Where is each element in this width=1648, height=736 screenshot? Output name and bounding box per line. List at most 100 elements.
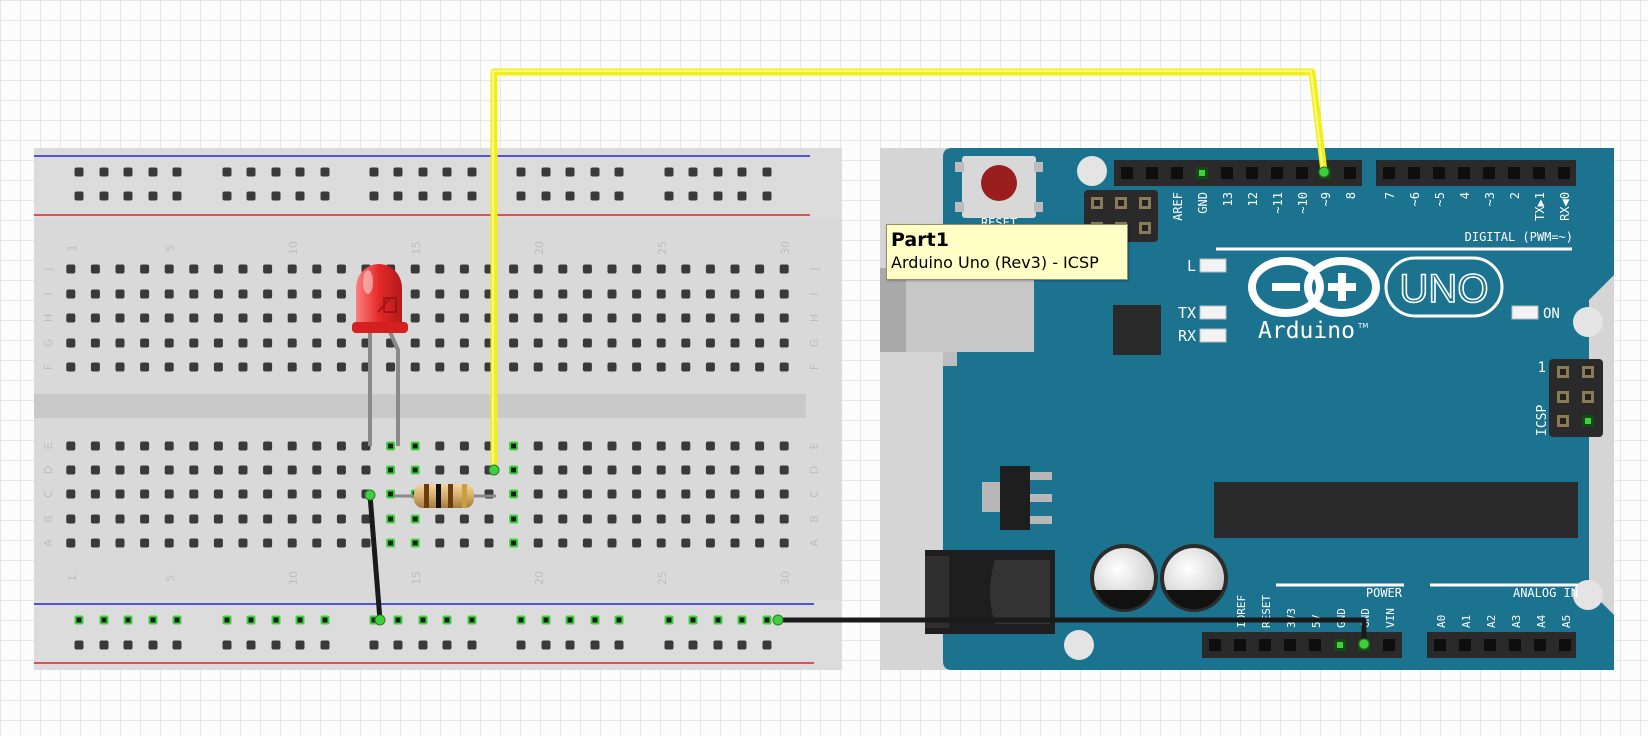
- breadboard-hole[interactable]: [730, 514, 740, 524]
- breadboard-hole[interactable]: [737, 191, 747, 201]
- breadboard-hole[interactable]: [607, 264, 617, 274]
- breadboard-hole[interactable]: [755, 313, 765, 323]
- breadboard-hole[interactable]: [312, 289, 322, 299]
- header-pin[interactable]: [1508, 167, 1520, 179]
- breadboard-hole[interactable]: [74, 167, 84, 177]
- breadboard-hole[interactable]: [164, 489, 174, 499]
- breadboard-hole[interactable]: [558, 313, 568, 323]
- breadboard-hole[interactable]: [484, 538, 494, 548]
- breadboard-hole[interactable]: [779, 289, 789, 299]
- breadboard-hole[interactable]: [140, 514, 150, 524]
- breadboard-hole[interactable]: [238, 362, 248, 372]
- breadboard-hole[interactable]: [656, 514, 666, 524]
- breadboard-hole[interactable]: [74, 640, 84, 650]
- breadboard-hole[interactable]: [533, 465, 543, 475]
- breadboard-hole[interactable]: [74, 191, 84, 201]
- breadboard-hole[interactable]: [558, 465, 568, 475]
- breadboard-hole[interactable]: [516, 191, 526, 201]
- breadboard-hole[interactable]: [66, 289, 76, 299]
- header-pin[interactable]: [1284, 639, 1296, 651]
- breadboard-hole[interactable]: [287, 264, 297, 274]
- breadboard-hole[interactable]: [140, 362, 150, 372]
- breadboard-hole[interactable]: [263, 264, 273, 274]
- header-pin[interactable]: [1221, 167, 1233, 179]
- breadboard-hole[interactable]: [614, 191, 624, 201]
- breadboard-hole[interactable]: [435, 264, 445, 274]
- breadboard-hole[interactable]: [213, 313, 223, 323]
- header-pin[interactable]: [1408, 167, 1420, 179]
- breadboard-hole[interactable]: [681, 264, 691, 274]
- breadboard-hole[interactable]: [369, 167, 379, 177]
- breadboard-hole[interactable]: [312, 338, 322, 348]
- breadboard-hole[interactable]: [779, 489, 789, 499]
- breadboard-hole[interactable]: [263, 313, 273, 323]
- breadboard-hole[interactable]: [607, 313, 617, 323]
- breadboard-hole[interactable]: [565, 167, 575, 177]
- breadboard-hole[interactable]: [189, 538, 199, 548]
- breadboard-hole[interactable]: [66, 538, 76, 548]
- breadboard-hole[interactable]: [664, 191, 674, 201]
- breadboard-hole[interactable]: [336, 338, 346, 348]
- breadboard-hole[interactable]: [238, 289, 248, 299]
- breadboard-hole[interactable]: [632, 289, 642, 299]
- breadboard-hole[interactable]: [164, 289, 174, 299]
- breadboard-hole[interactable]: [632, 514, 642, 524]
- breadboard-hole[interactable]: [238, 538, 248, 548]
- breadboard-hole[interactable]: [582, 338, 592, 348]
- breadboard-hole[interactable]: [590, 167, 600, 177]
- breadboard-hole[interactable]: [516, 167, 526, 177]
- breadboard-hole[interactable]: [442, 167, 452, 177]
- breadboard-hole[interactable]: [189, 441, 199, 451]
- header-pin[interactable]: [1533, 167, 1545, 179]
- breadboard-hole[interactable]: [140, 538, 150, 548]
- breadboard-hole[interactable]: [688, 191, 698, 201]
- breadboard-hole[interactable]: [246, 191, 256, 201]
- breadboard-hole[interactable]: [582, 514, 592, 524]
- breadboard-hole[interactable]: [730, 338, 740, 348]
- header-pin[interactable]: [1259, 639, 1271, 651]
- breadboard-hole[interactable]: [115, 465, 125, 475]
- breadboard-hole[interactable]: [189, 514, 199, 524]
- breadboard-hole[interactable]: [755, 514, 765, 524]
- breadboard-hole[interactable]: [590, 640, 600, 650]
- breadboard-hole[interactable]: [336, 489, 346, 499]
- breadboard-hole[interactable]: [779, 514, 789, 524]
- breadboard-hole[interactable]: [533, 514, 543, 524]
- breadboard-hole[interactable]: [312, 489, 322, 499]
- breadboard-hole[interactable]: [213, 514, 223, 524]
- breadboard-hole[interactable]: [90, 313, 100, 323]
- breadboard-hole[interactable]: [459, 465, 469, 475]
- breadboard-hole[interactable]: [66, 514, 76, 524]
- breadboard-hole[interactable]: [755, 264, 765, 274]
- breadboard-hole[interactable]: [238, 465, 248, 475]
- header-pin[interactable]: [1558, 167, 1570, 179]
- breadboard-hole[interactable]: [213, 264, 223, 274]
- header-pin[interactable]: [1383, 639, 1395, 651]
- wire-endpoint[interactable]: [1318, 166, 1330, 178]
- breadboard-hole[interactable]: [312, 514, 322, 524]
- breadboard-hole[interactable]: [558, 538, 568, 548]
- header-pin[interactable]: [1209, 639, 1221, 651]
- breadboard-hole[interactable]: [320, 167, 330, 177]
- breadboard-hole[interactable]: [336, 538, 346, 548]
- breadboard-hole[interactable]: [164, 538, 174, 548]
- breadboard-hole[interactable]: [656, 338, 666, 348]
- breadboard-hole[interactable]: [410, 264, 420, 274]
- header-pin[interactable]: [1509, 639, 1521, 651]
- breadboard-hole[interactable]: [533, 338, 543, 348]
- breadboard-hole[interactable]: [509, 338, 519, 348]
- breadboard-hole[interactable]: [312, 538, 322, 548]
- breadboard-hole[interactable]: [172, 167, 182, 177]
- breadboard-hole[interactable]: [271, 640, 281, 650]
- breadboard-hole[interactable]: [189, 264, 199, 274]
- breadboard-hole[interactable]: [115, 514, 125, 524]
- breadboard-hole[interactable]: [222, 640, 232, 650]
- breadboard-hole[interactable]: [762, 191, 772, 201]
- breadboard-hole[interactable]: [435, 289, 445, 299]
- breadboard-hole[interactable]: [656, 313, 666, 323]
- breadboard-hole[interactable]: [213, 538, 223, 548]
- breadboard-hole[interactable]: [459, 313, 469, 323]
- breadboard-hole[interactable]: [656, 441, 666, 451]
- header-pin[interactable]: [1559, 639, 1571, 651]
